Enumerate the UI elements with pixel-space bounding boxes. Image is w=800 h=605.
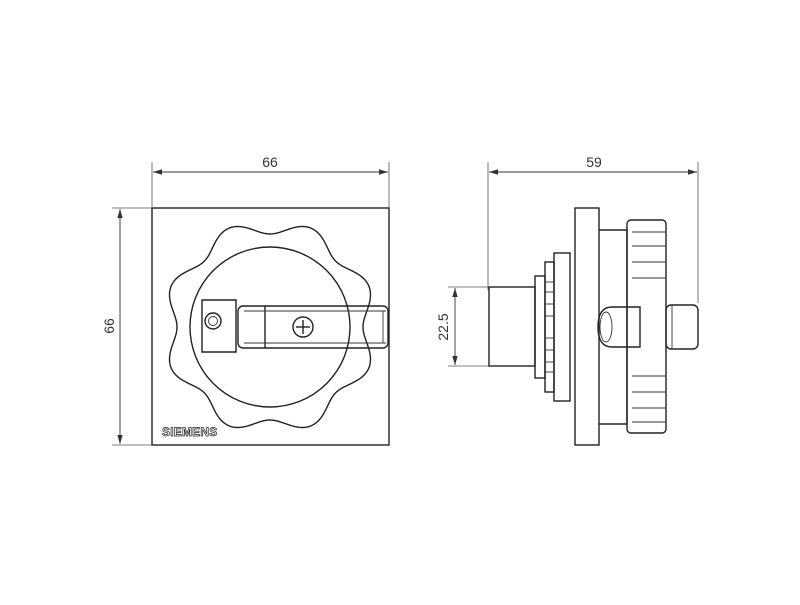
coupling-ring-1 <box>534 275 546 379</box>
side-depth-dimension: 59 <box>487 154 699 303</box>
inner-dial <box>189 246 351 408</box>
knob-ridges <box>632 231 666 423</box>
side-view: 59 22.5 <box>435 154 699 446</box>
coupling-ring-3 <box>553 252 571 402</box>
front-height-dimension: 66 <box>101 207 152 446</box>
brand-label: SIEMENS <box>162 425 217 439</box>
width-dimension-label: 66 <box>262 154 278 170</box>
lock-hole-icon <box>204 312 222 330</box>
screw-icon <box>292 316 314 338</box>
handle-body <box>237 305 389 349</box>
lock-cylinder <box>597 306 641 348</box>
ribbed-coupling <box>534 252 571 402</box>
knob-base <box>599 229 628 425</box>
cover-plate <box>151 207 390 446</box>
height-dimension-label: 66 <box>101 318 117 334</box>
front-width-dimension: 66 <box>151 154 390 207</box>
depth-dimension-label: 59 <box>586 154 602 170</box>
lock-cylinder-body <box>597 306 641 348</box>
lock-housing <box>201 299 237 353</box>
knob-outline <box>168 225 372 429</box>
shaft-dimension-label: 22.5 <box>435 313 451 340</box>
mounting-plate <box>574 207 600 446</box>
coupling-ribs <box>545 281 554 373</box>
lock-assembly <box>201 299 237 353</box>
handle-end-block <box>665 304 699 350</box>
lock-hole-inner <box>208 316 218 326</box>
shaft-adapter <box>488 286 536 367</box>
coupling-ring-2 <box>544 261 555 393</box>
side-shaft-dimension: 22.5 <box>435 286 490 367</box>
handle-bar <box>237 305 389 349</box>
front-view: 66 66 <box>101 154 390 446</box>
lock-cylinder-face <box>599 311 613 343</box>
handle-end-side <box>665 304 699 350</box>
knob-side <box>626 219 667 434</box>
